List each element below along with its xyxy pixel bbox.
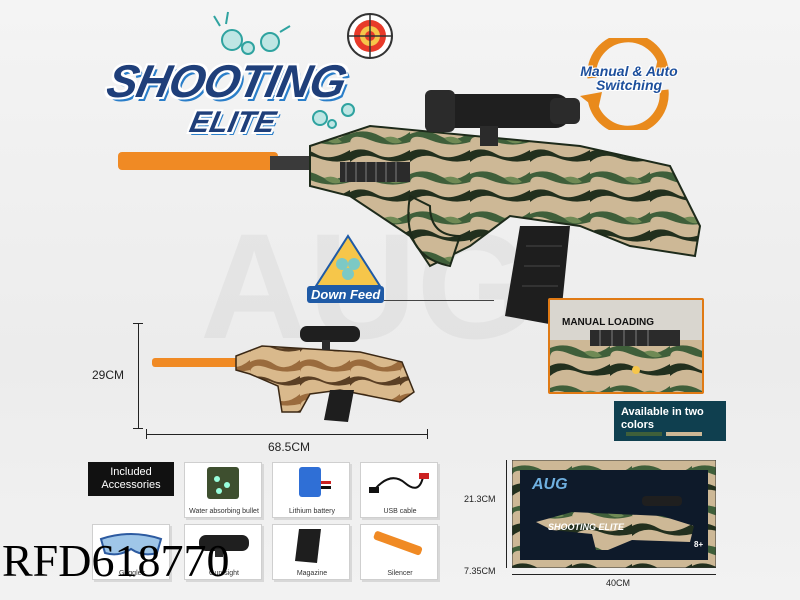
package-brand: AUG xyxy=(532,476,568,493)
battery-icon xyxy=(299,467,331,497)
accessory-card-sight: Gun sight xyxy=(184,524,262,580)
length-dimension-cap-left xyxy=(146,429,147,439)
height-dimension-line xyxy=(138,323,139,429)
logo-decoration xyxy=(213,11,393,129)
accessory-label: Lithium battery xyxy=(289,508,335,515)
accessories-header: Included Accessories xyxy=(88,462,174,496)
height-dimension-cap-top xyxy=(133,323,143,324)
accessory-card-silencer: Silencer xyxy=(360,524,438,580)
feed-pointer xyxy=(384,300,494,301)
gun-sight-icon xyxy=(199,535,249,557)
package-height-label: 21.3CM xyxy=(464,494,496,504)
height-dimension-label: 29CM xyxy=(92,368,125,382)
color-swatch-tan xyxy=(666,432,702,436)
package-width-line xyxy=(512,574,716,575)
accessory-card-goggles: Goggles xyxy=(92,524,170,580)
down-feed-badge-text: Down Feed xyxy=(307,286,385,303)
package-box-image xyxy=(512,460,716,568)
manual-loading-inset xyxy=(548,298,704,394)
package-height-line xyxy=(506,460,507,568)
height-dimension-cap-bottom xyxy=(133,428,143,429)
package-age: 8+ xyxy=(694,540,704,549)
length-dimension-line xyxy=(146,434,428,435)
item-code: RFD618770 xyxy=(2,535,230,586)
accessory-card-usb: USB cable xyxy=(360,462,438,518)
accessory-label: Magazine xyxy=(296,570,328,577)
bullet-pack-icon xyxy=(207,467,239,499)
colors-badge-text: Available in two colors xyxy=(621,406,704,431)
accessory-label: Gun sight xyxy=(209,570,239,577)
accessory-card-bullet: Water absorbing bullet xyxy=(184,462,262,518)
accessory-card-battery: Lithium battery xyxy=(272,462,350,518)
accessory-label: USB cable xyxy=(383,508,417,515)
package-width-label: 40CM xyxy=(606,578,631,588)
accessory-label: Silencer xyxy=(387,570,413,577)
accessory-label: Water absorbing bullet xyxy=(189,508,259,515)
switch-arrows-icon xyxy=(580,38,676,130)
magazine-icon xyxy=(295,529,321,563)
package-logo: SHOOTING ELITE xyxy=(548,522,625,532)
rifle-small-image xyxy=(152,326,415,422)
usb-cable-icon xyxy=(369,473,429,493)
accessory-label: Goggles xyxy=(118,570,146,577)
silencer-icon xyxy=(373,531,423,556)
length-dimension-cap-right xyxy=(427,429,428,439)
manual-loading-image xyxy=(550,330,702,392)
package-depth-label: 7.35CM xyxy=(464,566,496,576)
accessory-card-magazine: Magazine xyxy=(272,524,350,580)
goggles-icon xyxy=(99,533,163,556)
switching-badge-text: Manual & Auto Switching xyxy=(580,63,678,93)
rifle-large-image xyxy=(118,90,702,326)
length-dimension-label: 68.5CM xyxy=(268,440,311,454)
color-swatch-green xyxy=(626,432,662,436)
manual-loading-label: MANUAL LOADING xyxy=(562,317,655,328)
